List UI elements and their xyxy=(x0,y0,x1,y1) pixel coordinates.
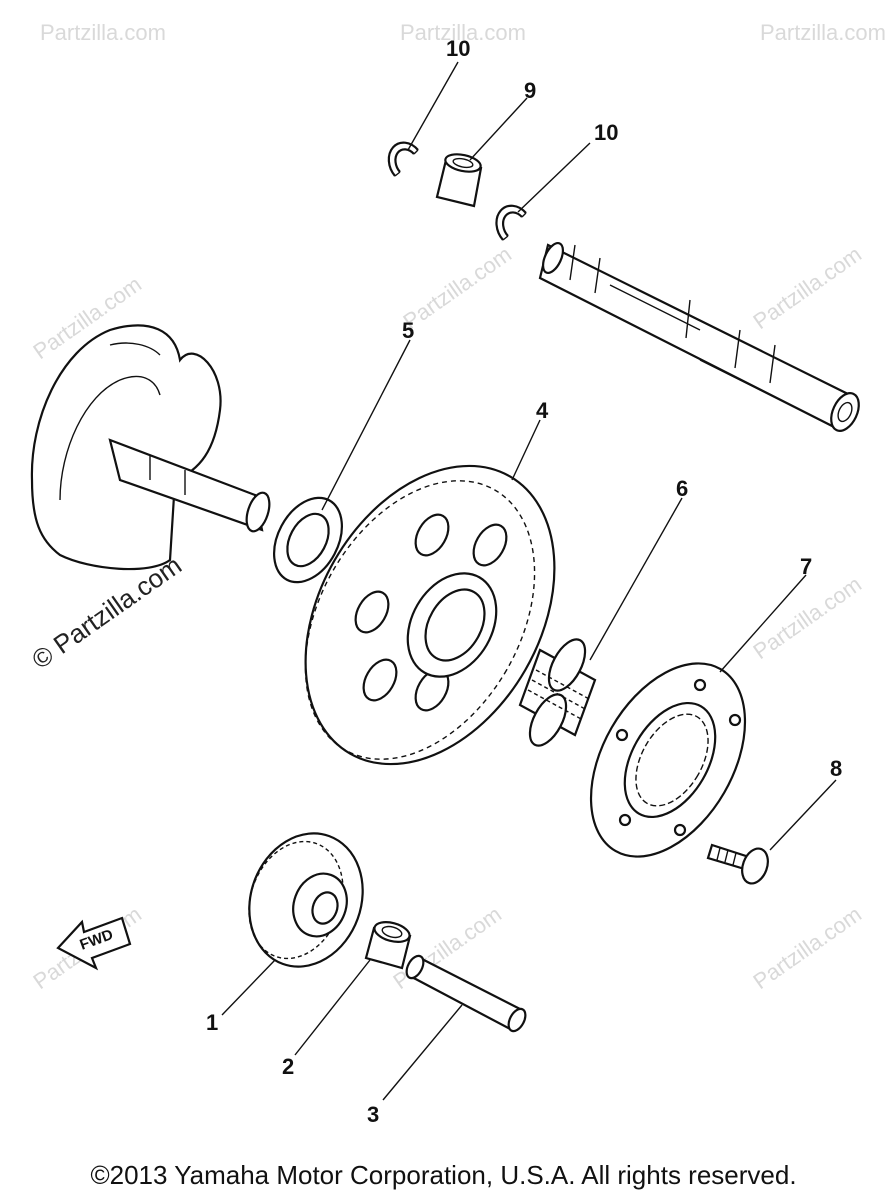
leader-2 xyxy=(294,959,371,1056)
callout-8: 8 xyxy=(830,756,842,781)
part-clutch-housing xyxy=(589,662,747,858)
part-washer xyxy=(273,496,343,584)
part-collar xyxy=(435,153,483,208)
callout-labels: 10 9 10 5 4 6 7 8 1 2 3 xyxy=(206,36,842,1127)
watermark-faint: Partzilla.com xyxy=(399,241,516,334)
watermark-faint: Partzilla.com xyxy=(749,901,866,994)
part-needle-bearing xyxy=(518,638,597,747)
gear-holes xyxy=(354,513,508,712)
watermark-faint: Partzilla.com xyxy=(400,20,526,45)
leader-9 xyxy=(469,97,528,161)
callout-6: 6 xyxy=(676,476,688,501)
part-circlip-lower xyxy=(495,204,527,241)
leader-lines xyxy=(221,61,837,1101)
leader-3 xyxy=(382,1004,463,1101)
callout-1: 1 xyxy=(206,1010,218,1035)
fwd-arrow-icon: FWD xyxy=(56,916,132,971)
part-shaft xyxy=(538,242,860,432)
part-large-gear xyxy=(304,464,556,766)
callout-4: 4 xyxy=(536,398,549,423)
callout-9: 9 xyxy=(524,78,536,103)
callout-10-upper: 10 xyxy=(446,36,470,61)
part-circlip-upper xyxy=(387,141,419,177)
leader-4 xyxy=(511,419,541,481)
leader-10b xyxy=(517,142,591,213)
part-pin-shaft xyxy=(405,954,527,1033)
watermark-faint: Partzilla.com xyxy=(40,20,166,45)
callout-2: 2 xyxy=(282,1054,294,1079)
callout-3: 3 xyxy=(367,1102,379,1127)
callout-10-lower: 10 xyxy=(594,120,618,145)
part-bolt xyxy=(706,843,769,885)
watermark-faint: Partzilla.com xyxy=(760,20,886,45)
leader-7 xyxy=(719,574,807,673)
part-bushing xyxy=(364,921,412,970)
copyright-footer: ©2013 Yamaha Motor Corporation, U.S.A. A… xyxy=(90,1160,797,1190)
leader-8 xyxy=(769,779,837,851)
watermark-faint: Partzilla.com xyxy=(749,571,866,664)
part-small-gear xyxy=(248,832,364,968)
leader-1 xyxy=(221,959,276,1016)
leader-6 xyxy=(589,497,683,661)
part-crankshaft xyxy=(30,324,271,571)
watermark-faint: Partzilla.com xyxy=(749,241,866,334)
leader-5 xyxy=(321,339,411,511)
leader-10a xyxy=(407,61,459,151)
callout-7: 7 xyxy=(800,554,812,579)
callout-5: 5 xyxy=(402,318,414,343)
